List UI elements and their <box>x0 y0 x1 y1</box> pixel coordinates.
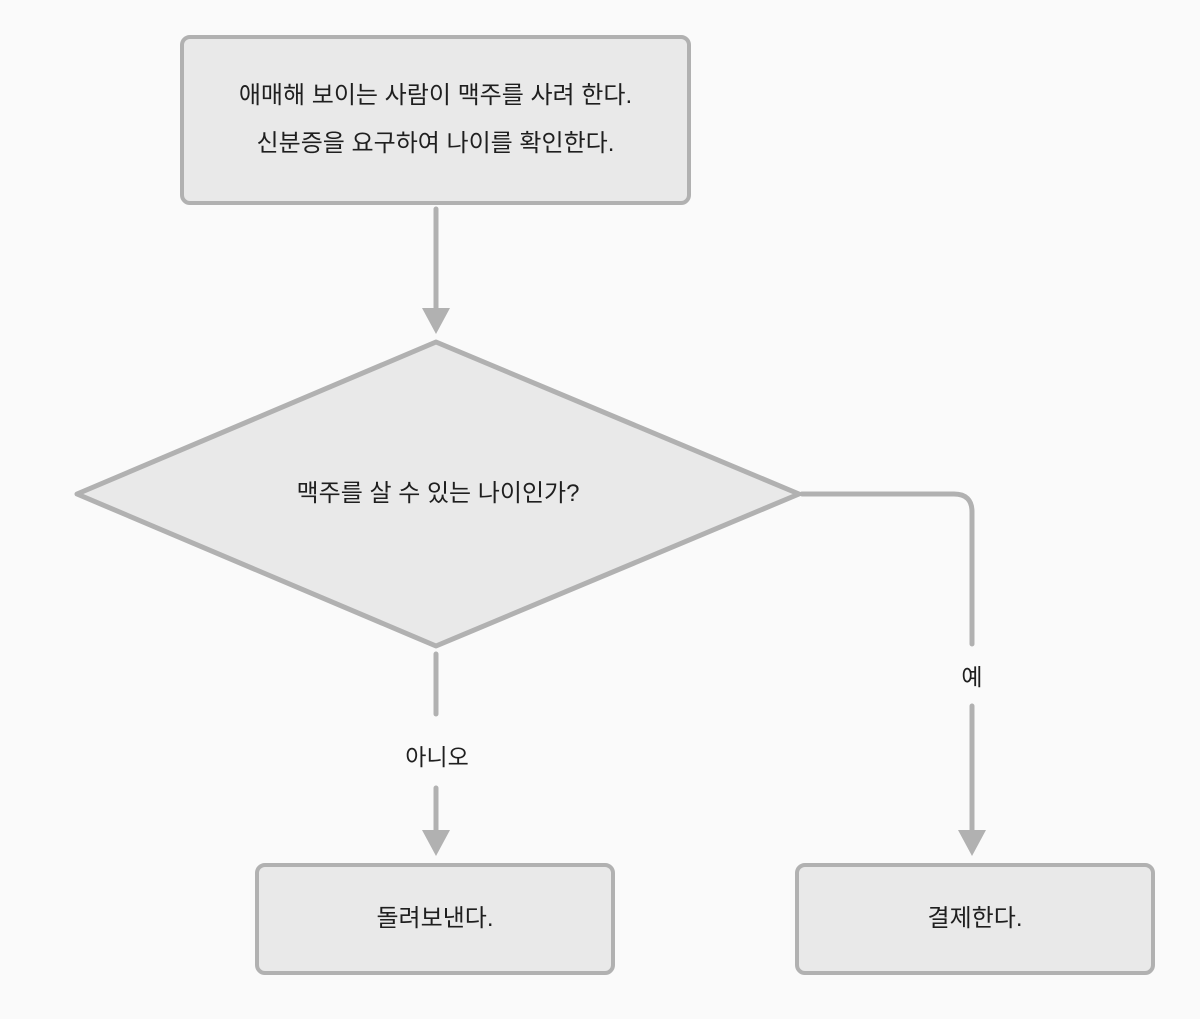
reject-node: 돌려보낸다. <box>255 863 615 975</box>
edge-label-yes: 예 <box>961 664 983 690</box>
arrowhead-to-reject-icon <box>422 830 450 856</box>
pay-node-text: 결제한다. <box>927 905 1023 933</box>
reject-node-text: 돌려보낸다. <box>376 905 494 933</box>
start-node: 애매해 보이는 사람이 맥주를 사려 한다. 신분증을 요구하여 나이를 확인한… <box>180 35 691 205</box>
start-node-text: 애매해 보이는 사람이 맥주를 사려 한다. 신분증을 요구하여 나이를 확인한… <box>238 82 633 157</box>
decision-diamond-shape <box>74 339 802 649</box>
edge-label-no: 아니오 <box>405 744 469 770</box>
arrowhead-to-pay-icon <box>958 830 986 856</box>
edge-decision-yes-upper <box>799 491 975 647</box>
arrowhead-to-decision-icon <box>422 308 450 334</box>
pay-node: 결제한다. <box>795 863 1155 975</box>
